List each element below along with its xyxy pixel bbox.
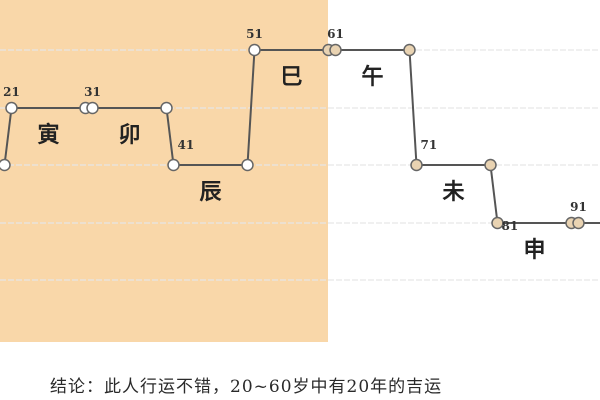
data-point [241, 158, 254, 172]
data-point [160, 101, 173, 115]
highlight-band [0, 0, 328, 342]
age-label: 61 [327, 27, 344, 41]
branch-label: 申 [523, 238, 545, 263]
data-point [572, 216, 585, 230]
branch-label: 卯 [118, 123, 140, 148]
age-label: 21 [3, 85, 20, 99]
branch-label: 未 [442, 180, 464, 205]
data-point [86, 101, 99, 115]
data-point [403, 43, 416, 57]
data-point [484, 158, 497, 172]
series-line [0, 49, 600, 224]
age-label: 71 [421, 138, 438, 152]
data-point [329, 43, 342, 57]
age-label: 41 [178, 138, 195, 152]
branch-label: 辰 [199, 180, 221, 205]
data-point [5, 101, 18, 115]
data-point [410, 158, 423, 172]
age-label: 31 [84, 85, 101, 99]
age-label: 91 [570, 200, 587, 214]
data-point [167, 158, 180, 172]
branch-label: 午 [361, 64, 383, 90]
branch-label: 巳 [280, 65, 302, 90]
data-point [0, 158, 11, 172]
age-label: 81 [502, 219, 519, 233]
branch-label: 寅 [37, 122, 59, 148]
age-label: 51 [246, 27, 263, 41]
data-point [491, 216, 504, 230]
data-point [248, 43, 261, 57]
caption: 结论：此人行运不错，20~60岁中有20年的吉运 [50, 377, 443, 397]
